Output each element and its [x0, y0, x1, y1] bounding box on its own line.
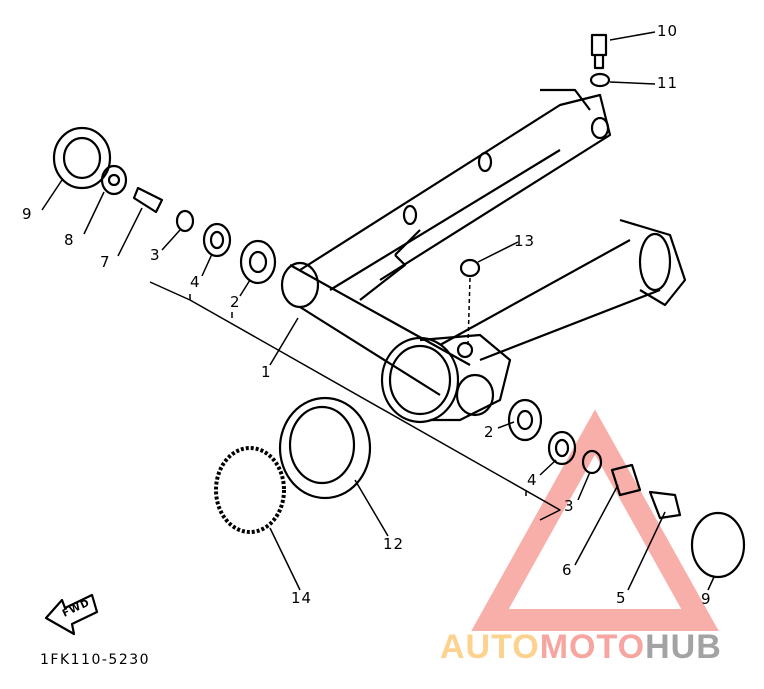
callout-6: 6 [562, 561, 573, 579]
callout-8: 8 [64, 231, 75, 249]
callout-7: 7 [100, 253, 111, 271]
bolt-5 [648, 490, 682, 520]
callout-2-right: 2 [484, 423, 495, 441]
swingarm [280, 88, 687, 424]
gasket-14 [214, 446, 286, 534]
callout-3: 3 [150, 246, 161, 264]
bearing-2-right [507, 398, 543, 442]
callout-4: 4 [190, 273, 201, 291]
cap-13 [459, 258, 481, 278]
collar-3-right [581, 449, 603, 475]
callout-11: 11 [657, 74, 679, 92]
callout-5: 5 [616, 589, 627, 607]
callout-12: 12 [383, 535, 405, 553]
oil-seal-9-left [52, 126, 112, 190]
watermark-triangle [471, 409, 719, 631]
callout-3-right: 3 [564, 497, 575, 515]
watermark-moto: MOTO [539, 628, 646, 666]
callout-9-right: 9 [701, 590, 712, 608]
callout-4-right: 4 [527, 471, 538, 489]
watermark-auto: AUTO [440, 628, 540, 666]
leader-lines [41, 31, 715, 591]
washer-11 [589, 72, 611, 88]
callout-13: 13 [514, 232, 536, 250]
seal-4-left [202, 222, 232, 258]
callout-10: 10 [657, 22, 679, 40]
fwd-arrow-icon [44, 593, 99, 636]
seal-4-right [547, 430, 577, 466]
watermark-hub: HUB [645, 628, 722, 666]
part-code: 1FK110-5230 [40, 652, 151, 668]
callout-9: 9 [22, 205, 33, 223]
callout-14: 14 [291, 589, 313, 607]
callout-1: 1 [261, 363, 272, 381]
nut-8 [100, 164, 128, 196]
bolt-7 [132, 186, 164, 214]
watermark-logo: AUTOMOTOHUB [440, 630, 722, 664]
collar-3-left [175, 209, 195, 233]
bolt-10 [590, 33, 608, 70]
callout-2: 2 [230, 293, 241, 311]
cover-12 [278, 396, 372, 500]
bearing-2-left [239, 239, 277, 285]
cap-9-right [690, 511, 746, 579]
